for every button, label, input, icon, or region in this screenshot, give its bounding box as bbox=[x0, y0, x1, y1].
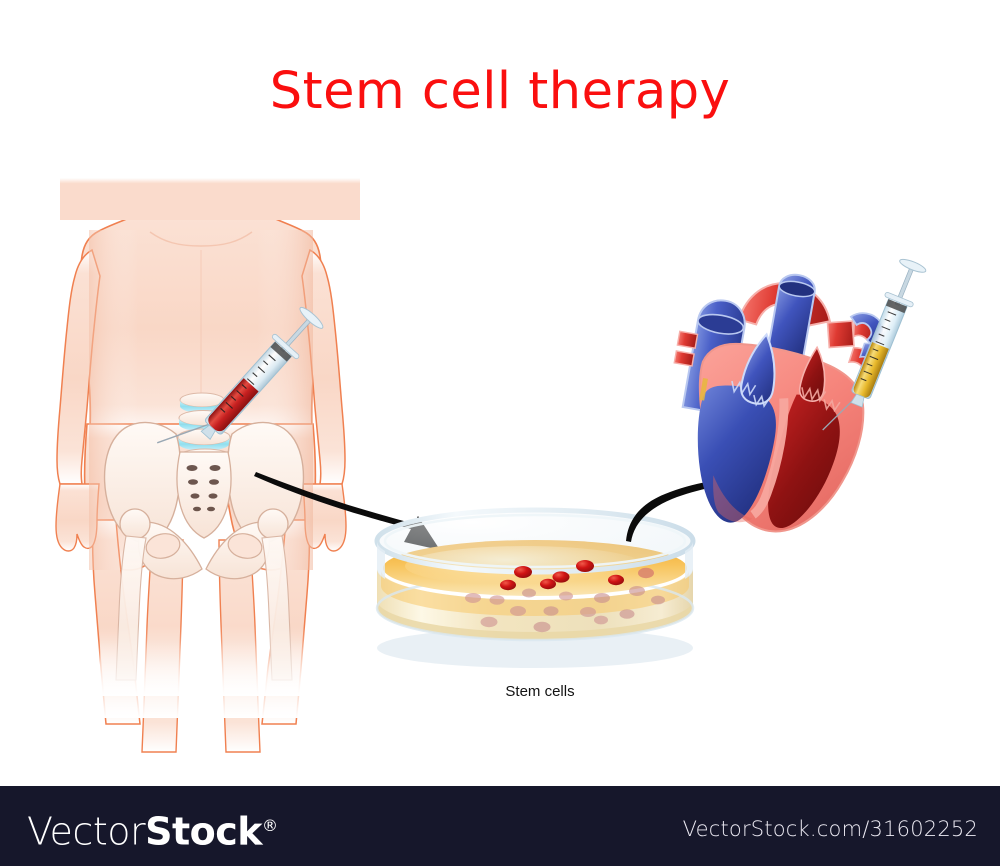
stem-cells-on-medium bbox=[500, 560, 654, 591]
heart-syringe bbox=[822, 258, 927, 431]
vectorstock-url: VectorStock.com/31602252 bbox=[682, 817, 978, 841]
registered-trademark-icon: ® bbox=[262, 816, 278, 835]
sacral-foramina bbox=[186, 465, 221, 512]
great-vessels bbox=[673, 273, 888, 417]
page-title: Stem cell therapy bbox=[269, 62, 731, 121]
watermark-footer: VectorStock® VectorStock.com/31602252 bbox=[0, 786, 1000, 866]
logo-word-vector: Vector bbox=[27, 809, 146, 854]
heart-injection-figure bbox=[673, 258, 927, 533]
petri-dish-culture bbox=[374, 507, 696, 668]
vectorstock-logo: VectorStock® bbox=[27, 807, 278, 851]
pelvis-and-spine bbox=[100, 392, 320, 696]
submerged-stem-cells bbox=[465, 586, 665, 633]
bone-marrow-syringe bbox=[156, 306, 324, 444]
bone-marrow-harvest-figure bbox=[55, 178, 360, 753]
heart-cross-section bbox=[673, 273, 888, 533]
logo-word-stock: Stock bbox=[145, 809, 263, 854]
stem-cells-caption: Stem cells bbox=[505, 683, 575, 700]
